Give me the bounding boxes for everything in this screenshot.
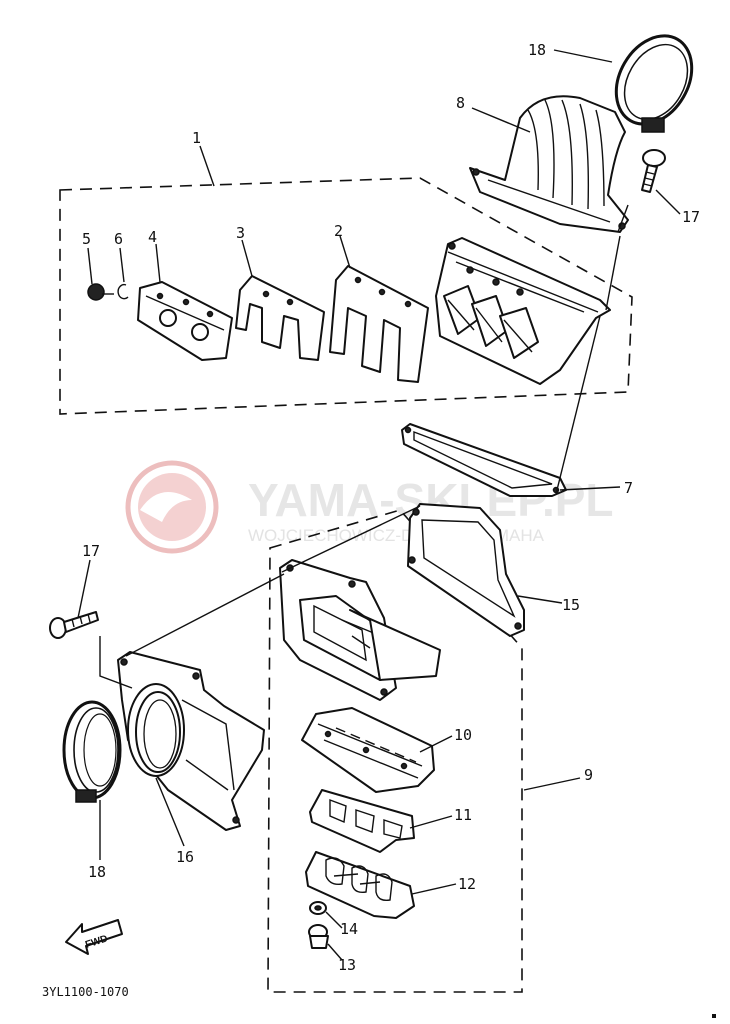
gasket-part-15 xyxy=(407,503,525,637)
callout-2: 2 xyxy=(334,222,343,240)
callout-16: 16 xyxy=(176,848,194,866)
clamp-part-18-top xyxy=(614,34,694,133)
callout-10: 10 xyxy=(454,726,472,744)
corner-mark xyxy=(712,1014,716,1018)
callout-17-bottom: 17 xyxy=(82,542,100,560)
reed-part-10 xyxy=(301,707,435,793)
callout-11: 11 xyxy=(454,806,472,824)
callout-labels: 1 2 3 4 5 6 7 8 9 10 11 12 13 14 15 16 1… xyxy=(82,41,700,974)
callout-13: 13 xyxy=(338,956,356,974)
clamp-part-18-bottom xyxy=(62,700,122,803)
callout-14: 14 xyxy=(340,920,358,938)
gasket-part-7 xyxy=(401,423,567,497)
callout-leaders xyxy=(77,49,681,961)
stopper-plate-part-12 xyxy=(305,851,415,919)
callout-15: 15 xyxy=(562,596,580,614)
screw-part-5 xyxy=(87,283,114,301)
callout-7: 7 xyxy=(624,479,633,497)
intake-joint-part-8 xyxy=(469,95,629,233)
reed-part-2 xyxy=(329,265,429,383)
reed-valve-plate-lower xyxy=(279,559,441,701)
callout-4: 4 xyxy=(148,228,157,246)
washer-part-14 xyxy=(309,901,327,915)
diagram-code: 3YL1100-1070 xyxy=(42,985,129,999)
reed-part-3 xyxy=(235,275,325,361)
callout-8: 8 xyxy=(456,94,465,112)
callout-9: 9 xyxy=(584,766,593,784)
callout-1: 1 xyxy=(192,129,201,147)
screw-part-13 xyxy=(308,924,329,949)
intake-joint-part-16 xyxy=(117,651,265,831)
bolt-part-17-top xyxy=(641,149,666,193)
callout-18-top: 18 xyxy=(528,41,546,59)
callout-5: 5 xyxy=(82,230,91,248)
bolt-part-17-bottom xyxy=(49,611,99,639)
callout-18-bottom: 18 xyxy=(88,863,106,881)
callout-12: 12 xyxy=(458,875,476,893)
watermark-logo xyxy=(125,460,219,554)
alignment-lines xyxy=(99,204,629,689)
stopper-plate-part-4 xyxy=(137,281,233,361)
assembly-9-outline xyxy=(267,509,523,993)
washer-part-6 xyxy=(117,283,129,300)
callout-3: 3 xyxy=(236,224,245,242)
assembly-1-outline xyxy=(59,177,633,415)
forward-arrow-icon: FWD xyxy=(65,919,123,955)
reed-valve-body xyxy=(435,237,611,385)
callout-17-top: 17 xyxy=(682,208,700,226)
reed-part-11 xyxy=(309,789,415,853)
callout-6: 6 xyxy=(114,230,123,248)
